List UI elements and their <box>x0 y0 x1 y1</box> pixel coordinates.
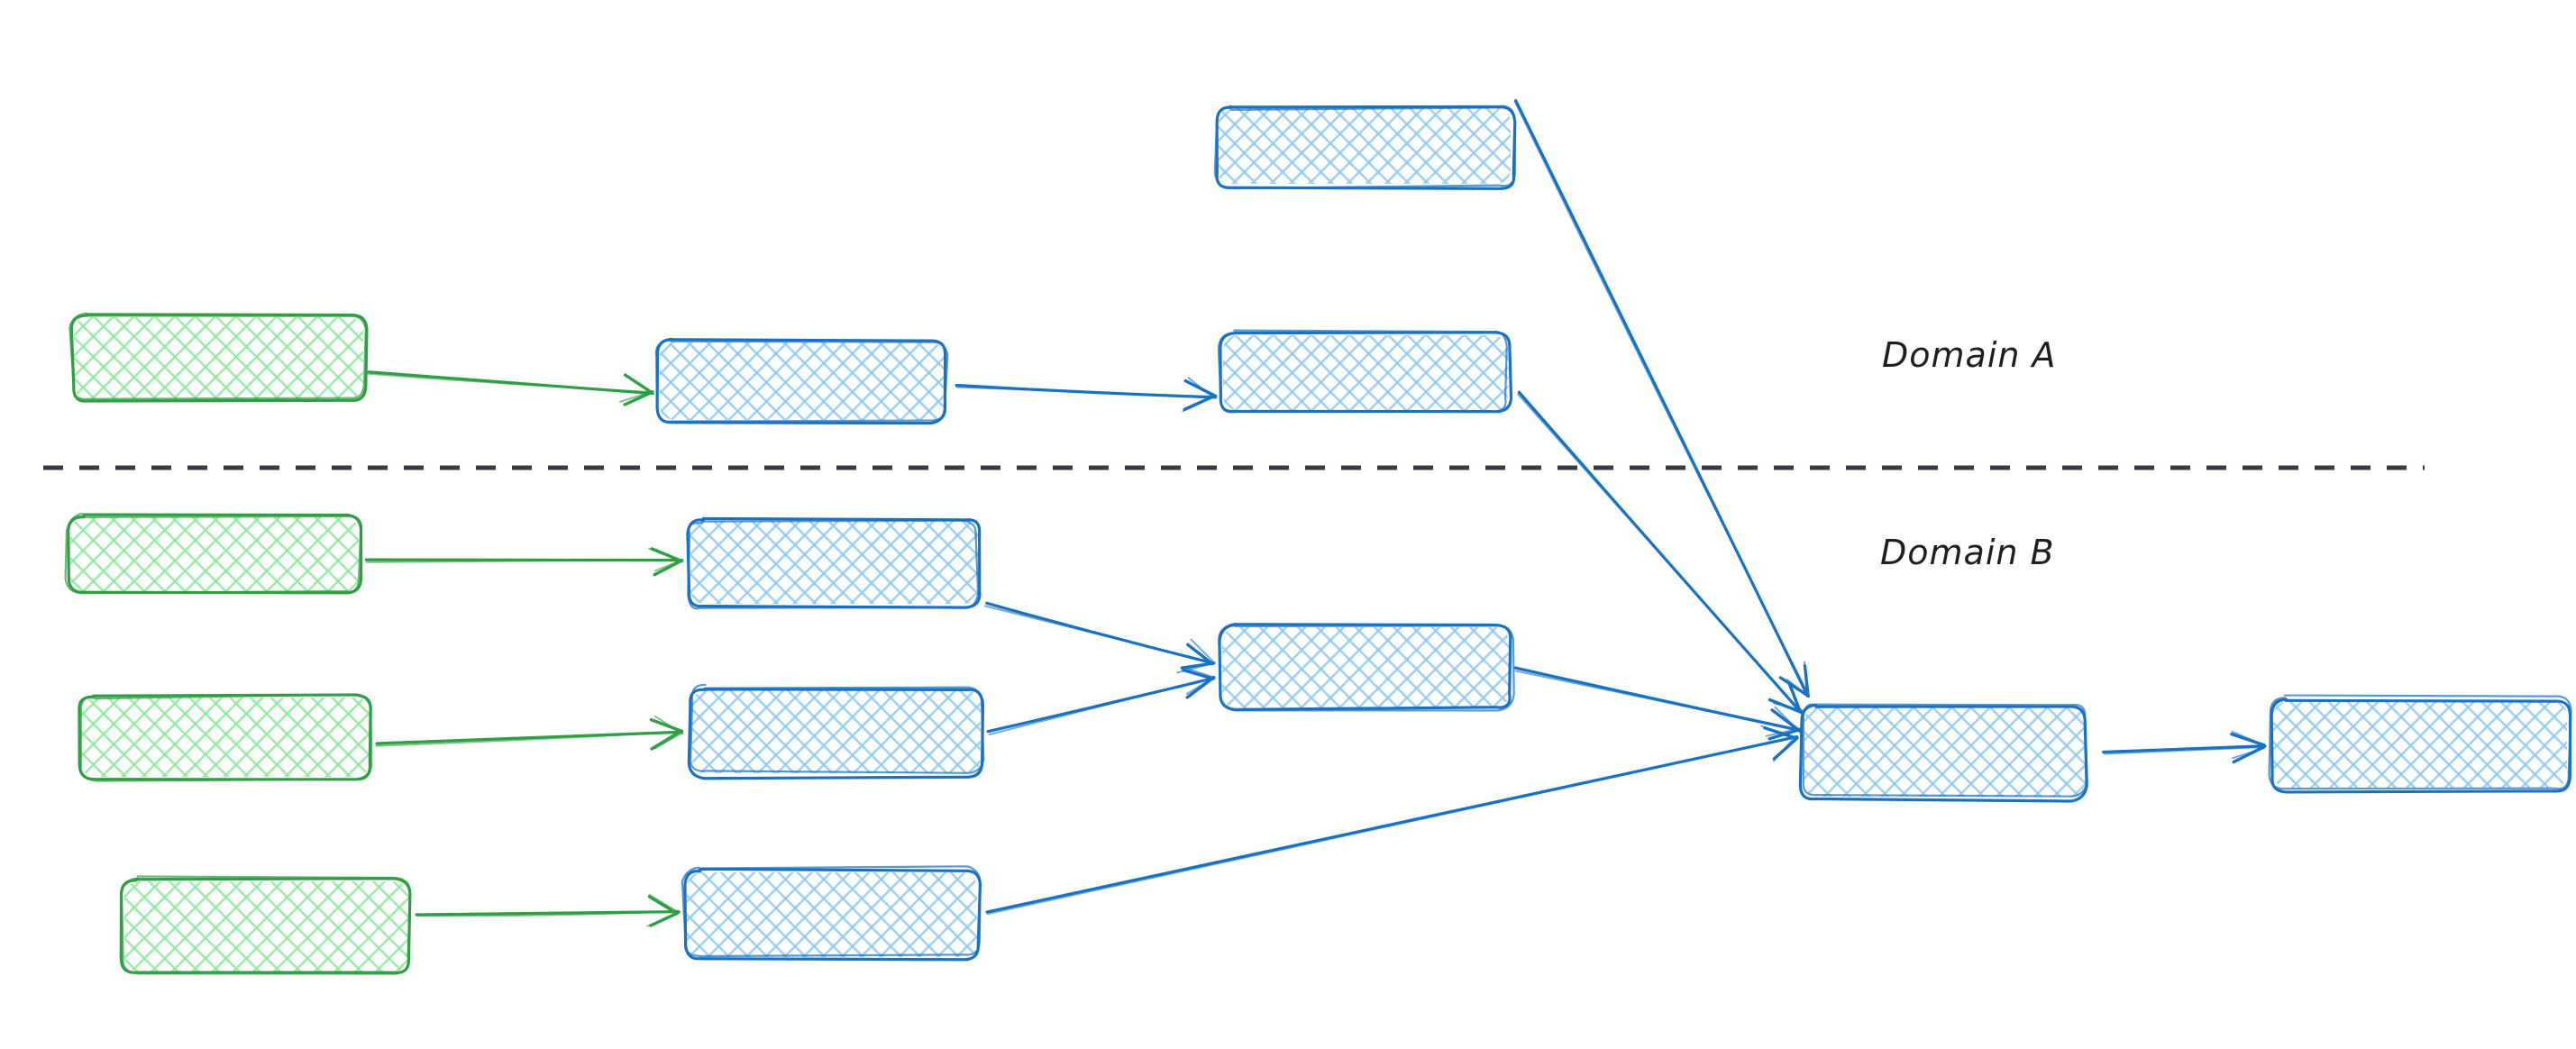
edge-b-green-3-to-b-blue-3 <box>415 893 681 927</box>
edge-b-blue-big-to-b-blue-last <box>2102 730 2267 764</box>
domain-a-label: Domain A <box>1882 335 2057 375</box>
edge-b-green-2-to-b-blue-2 <box>375 715 684 751</box>
edge-b-blue-merge-to-b-blue-big <box>1513 666 1803 741</box>
node-b-blue-1[interactable] <box>686 516 982 610</box>
node-a-top-blue[interactable] <box>1213 105 1517 190</box>
edges-layer <box>364 99 2267 927</box>
node-a-green-1[interactable] <box>69 312 369 403</box>
edge-b-green-1-to-b-blue-1 <box>364 547 684 577</box>
edge-b-blue-2-to-b-blue-merge <box>986 666 1216 735</box>
edge-b-blue-3-to-b-blue-big <box>985 725 1799 915</box>
edge-a-green-1-to-a-blue-1 <box>365 370 655 406</box>
node-b-green-3[interactable] <box>119 875 412 975</box>
node-b-blue-last[interactable] <box>2268 694 2572 794</box>
node-b-green-2[interactable] <box>78 693 373 782</box>
node-a-blue-2[interactable] <box>1217 329 1513 414</box>
nodes-layer <box>64 105 2572 975</box>
edge-a-blue-2-to-b-blue-big <box>1517 390 1804 715</box>
node-b-blue-big[interactable] <box>1798 703 2088 803</box>
node-b-blue-merge[interactable] <box>1218 622 1515 712</box>
node-a-blue-1[interactable] <box>654 337 949 425</box>
node-b-blue-2[interactable] <box>687 683 985 780</box>
node-b-green-1[interactable] <box>64 512 363 595</box>
edge-b-blue-1-to-b-blue-merge <box>983 601 1216 674</box>
edge-a-blue-1-to-a-blue-2 <box>955 377 1218 413</box>
edge-a-top-blue-to-b-blue-big <box>1513 99 1811 698</box>
node-b-blue-3[interactable] <box>681 865 982 962</box>
domain-b-label: Domain B <box>1880 533 2055 572</box>
